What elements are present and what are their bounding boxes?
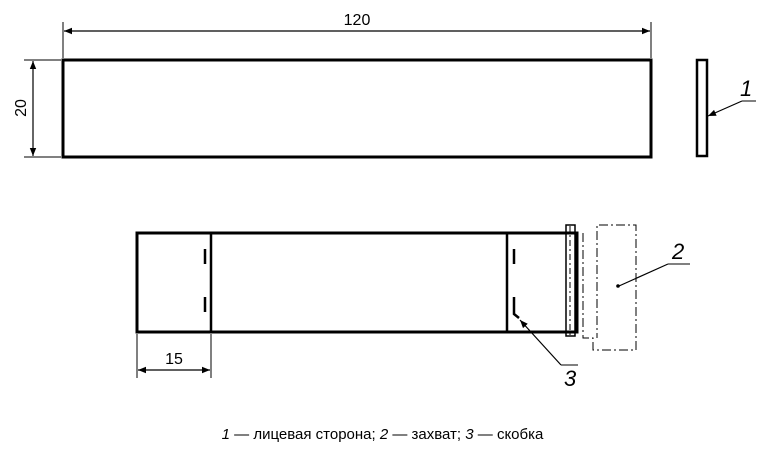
legend-num-2: 2 bbox=[379, 426, 389, 443]
legend-text-1: — лицевая сторона; bbox=[229, 426, 380, 443]
right-clip-marks bbox=[512, 249, 520, 319]
grip-leader-number: 2 bbox=[671, 239, 684, 264]
legend-text-2: — захват; bbox=[388, 426, 466, 443]
figure-legend: 1 — лицевая сторона; 2 — захват; 3 — ско… bbox=[0, 426, 765, 443]
legend-num-3: 3 bbox=[465, 426, 474, 443]
specimen-side-view bbox=[695, 58, 709, 158]
grip-zone-dimension-label: 15 bbox=[165, 351, 183, 368]
face-side-leader: 1 bbox=[707, 76, 756, 117]
legend-text-3: — скобка bbox=[473, 426, 544, 443]
legend-num-1: 1 bbox=[221, 426, 230, 443]
specimen-bottom-view bbox=[135, 231, 579, 334]
length-dimension-label: 120 bbox=[344, 12, 371, 29]
clip-leader-number: 3 bbox=[564, 366, 577, 391]
grip-zone-dimension: 15 bbox=[136, 334, 212, 378]
face-side-leader-number: 1 bbox=[740, 76, 752, 101]
grip-leader: 2 bbox=[618, 239, 690, 287]
width-dimension: 20 bbox=[13, 59, 61, 158]
specimen-top-view bbox=[61, 58, 653, 159]
clip-leader: 3 bbox=[519, 319, 578, 391]
grip-outline bbox=[582, 224, 637, 351]
grip-plate bbox=[565, 224, 576, 337]
width-dimension-label: 20 bbox=[13, 99, 30, 117]
length-dimension: 120 bbox=[62, 12, 652, 58]
